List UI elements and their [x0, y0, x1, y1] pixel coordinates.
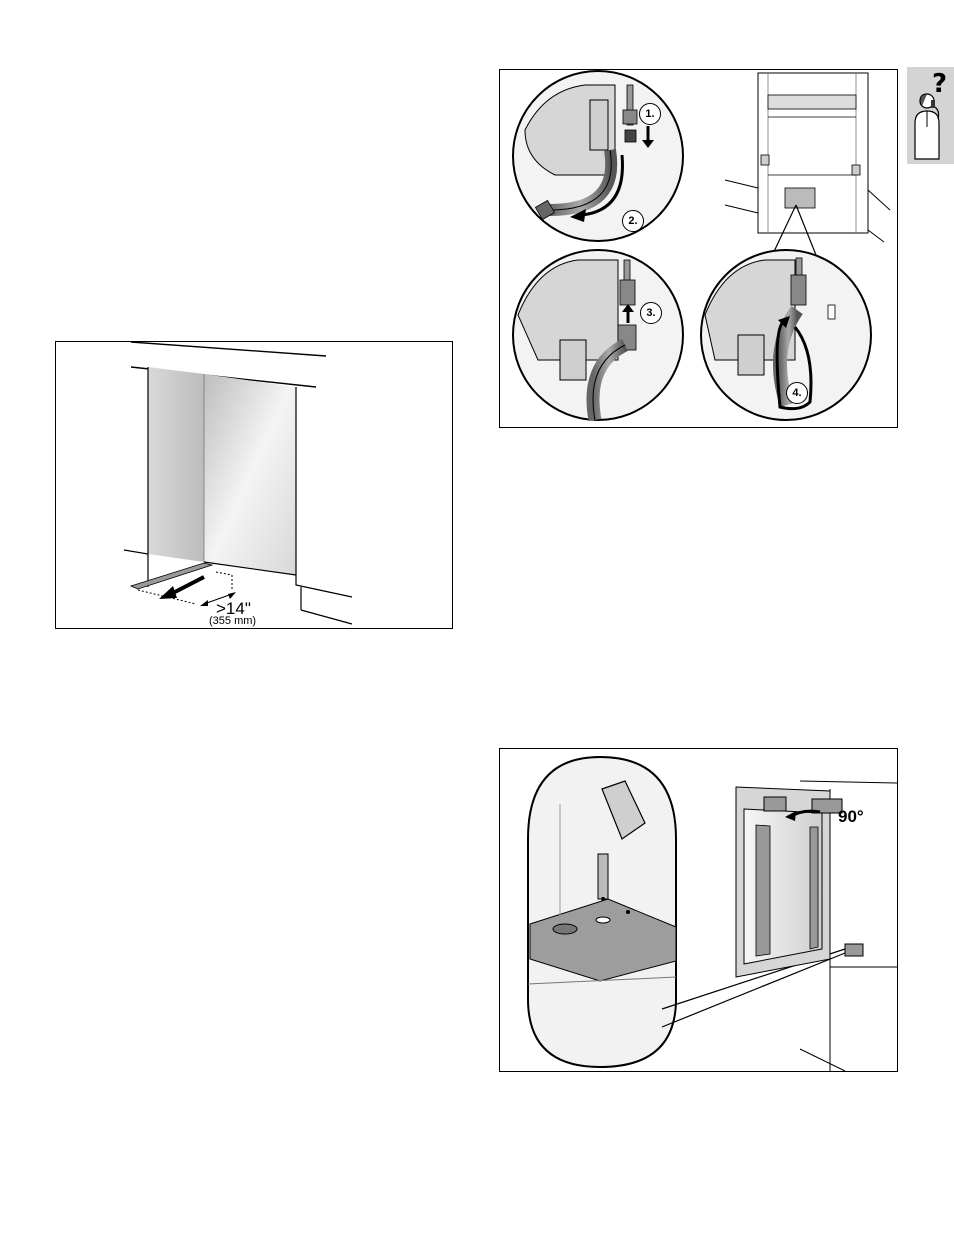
clearance-dimension-mm: (355 mm)	[209, 616, 256, 627]
step-label-4: 4.	[786, 382, 808, 404]
figure-door-hinge: 90°	[499, 748, 898, 1072]
door-hinge-illustration	[500, 749, 897, 1071]
svg-text:?: ?	[932, 69, 947, 99]
help-question-person-icon: ?	[907, 67, 954, 164]
detail-circle-step-1-2	[513, 71, 683, 241]
figure-niche-clearance: >14" (355 mm)	[55, 341, 453, 629]
figure-water-connection: 1. 2. 3. 4.	[499, 69, 898, 428]
door-angle-label: 90°	[838, 807, 864, 827]
step-label-1: 1.	[639, 103, 661, 125]
water-connection-illustration	[500, 70, 897, 427]
step-label-2: 2.	[622, 210, 644, 232]
hinge-detail-capsule	[528, 757, 676, 1067]
step-label-3: 3.	[640, 302, 662, 324]
niche-illustration	[56, 342, 452, 628]
detail-circle-step-3	[513, 250, 683, 420]
